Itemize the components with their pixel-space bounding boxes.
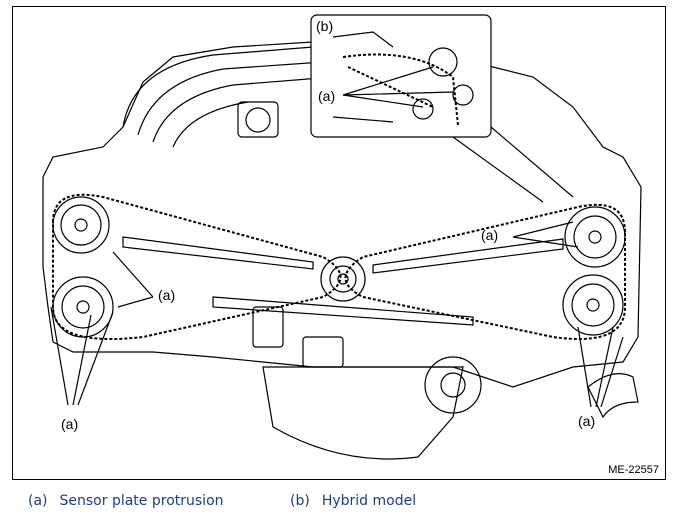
leader-lines-right [577, 326, 624, 408]
right-lower-cam-sprocket [562, 274, 624, 336]
callout-a-bottom-right: (a) [578, 413, 595, 429]
chain-guide-left [122, 236, 314, 270]
legend-text: Hybrid model [321, 493, 417, 509]
timing-chain-left [52, 193, 342, 340]
side-tensioner [252, 306, 284, 348]
timing-chain-right [344, 203, 626, 340]
inset-detail [332, 31, 474, 126]
right-upper-cam-sprocket [564, 206, 626, 268]
legend-key: (a) [28, 493, 48, 509]
chain-guide-right [372, 238, 564, 274]
legend-item-b: (b) Hybrid model [290, 493, 416, 509]
engine-timing-chain-diagram: (b) (a) (a) (a) (a) (a) [42, 14, 642, 460]
callout-b-inset: (b) [316, 18, 333, 34]
intake-manifold [122, 46, 334, 148]
chain-guide-lower [212, 296, 474, 326]
oil-pan [262, 366, 464, 460]
throttle-body [237, 101, 279, 138]
callout-a-center-right: (a) [481, 227, 498, 243]
inset-pointer-lines [452, 126, 574, 203]
callout-a-center-left: (a) [158, 287, 175, 303]
crank-sprocket [320, 256, 366, 302]
figure-frame: (b) (a) (a) (a) (a) (a) ME-22557 [12, 6, 666, 480]
left-upper-cam-sprocket [52, 196, 110, 254]
leader-lines-inset [342, 66, 454, 108]
callout-a-bottom-left: (a) [61, 416, 78, 432]
callout-a-inset: (a) [318, 88, 335, 104]
engine-block-outline [42, 41, 642, 388]
figure-id: ME-22557 [608, 464, 659, 476]
hybrid-inset-box [310, 14, 492, 138]
oil-filter-housing [302, 336, 344, 368]
leader-lines-left [50, 306, 114, 406]
coolant-outlet-pipe [587, 373, 639, 419]
legend-item-a: (a) Sensor plate protrusion [28, 493, 224, 509]
water-pump [424, 356, 482, 414]
legend-key: (b) [290, 493, 310, 509]
legend-text: Sensor plate protrusion [59, 493, 224, 509]
leader-lines-center [112, 221, 579, 308]
